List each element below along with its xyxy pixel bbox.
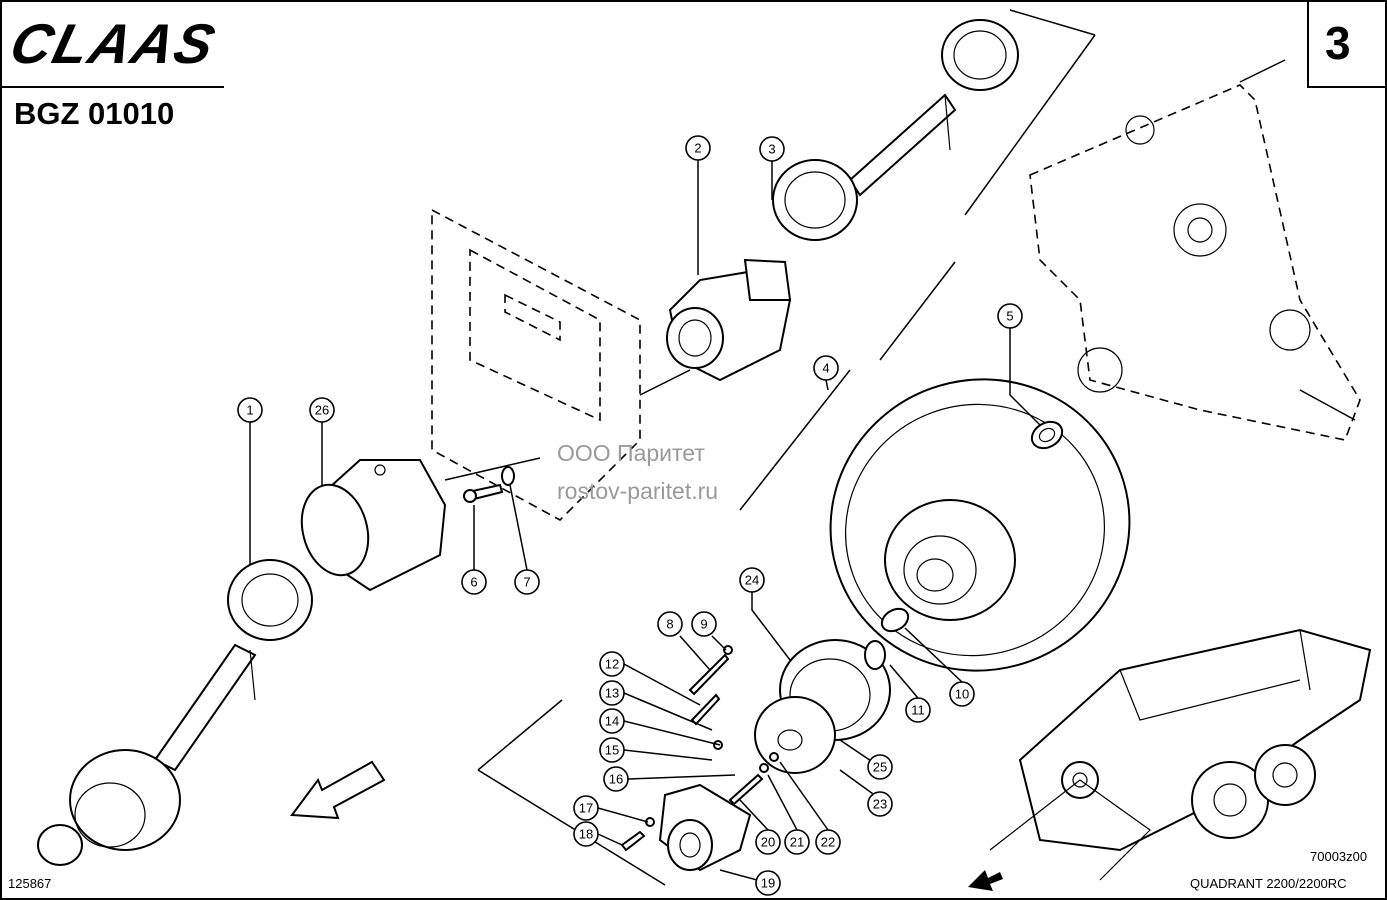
- svg-text:4: 4: [822, 361, 829, 376]
- callout-18: 18: [573, 821, 599, 847]
- callout-16: 16: [603, 766, 629, 792]
- svg-text:10: 10: [955, 687, 969, 702]
- direction-arrow: [290, 760, 386, 820]
- svg-text:17: 17: [579, 801, 593, 816]
- svg-text:12: 12: [605, 657, 619, 672]
- callout-5: 5: [997, 303, 1023, 329]
- svg-text:13: 13: [605, 686, 619, 701]
- svg-text:11: 11: [911, 703, 925, 718]
- page-number-box-bottom: [1307, 86, 1387, 88]
- callout-17: 17: [573, 795, 599, 821]
- shaft-seal: [1030, 420, 1064, 450]
- svg-text:26: 26: [315, 403, 329, 418]
- callout-10: 10: [949, 681, 975, 707]
- image-number: 125867: [8, 876, 52, 891]
- svg-text:3: 3: [768, 142, 775, 157]
- callout-19: 19: [755, 870, 781, 896]
- callout-15: 15: [599, 737, 625, 763]
- callout-24: 24: [739, 567, 765, 593]
- svg-text:7: 7: [523, 575, 530, 590]
- callout-1: 1: [237, 397, 263, 423]
- svg-text:20: 20: [761, 835, 775, 850]
- flywheel: [829, 378, 1131, 672]
- svg-text:9: 9: [700, 617, 707, 632]
- callout-13: 13: [599, 680, 625, 706]
- watermark-company: ООО Паритет: [557, 440, 705, 466]
- callout-11: 11: [905, 697, 931, 723]
- svg-text:24: 24: [745, 573, 759, 588]
- svg-text:8: 8: [666, 617, 673, 632]
- svg-text:19: 19: [761, 876, 775, 891]
- bolt-and-washer: [463, 466, 515, 503]
- svg-text:6: 6: [470, 575, 477, 590]
- page-number-box-left: [1307, 0, 1309, 88]
- callout-8: 8: [657, 611, 683, 637]
- svg-text:18: 18: [579, 827, 593, 842]
- svg-text:15: 15: [605, 743, 619, 758]
- document-code: BGZ 01010: [14, 96, 175, 131]
- leader-lines: [249, 160, 1041, 884]
- callout-20: 20: [755, 829, 781, 855]
- callout-26: 26: [309, 397, 335, 423]
- overload-clutch-assembly: [754, 607, 910, 774]
- drawing-reference: 70003z00: [1310, 849, 1368, 864]
- svg-text:16: 16: [609, 772, 623, 787]
- model-name: QUADRANT 2200/2200RC: [1190, 876, 1347, 891]
- callout-21: 21: [784, 829, 810, 855]
- main-gearbox-outline: [1029, 84, 1361, 441]
- svg-text:22: 22: [821, 835, 835, 850]
- main-pto-shaft: [37, 559, 313, 866]
- callout-7: 7: [514, 569, 540, 595]
- baler-overview-illustration: [968, 628, 1372, 891]
- callout-6: 6: [461, 569, 487, 595]
- svg-text:1: 1: [246, 403, 253, 418]
- callout-3: 3: [759, 136, 785, 162]
- callout-12: 12: [599, 651, 625, 677]
- frame-panel-outline: [431, 208, 641, 521]
- callout-22: 22: [815, 829, 841, 855]
- svg-text:23: 23: [873, 797, 887, 812]
- page-number: 3: [1325, 17, 1351, 69]
- svg-text:2: 2: [694, 141, 701, 156]
- svg-text:14: 14: [605, 714, 619, 729]
- hydraulic-pump: [658, 783, 752, 872]
- callout-23: 23: [867, 791, 893, 817]
- callout-2: 2: [685, 135, 711, 161]
- watermark-url: rostov-paritet.ru: [557, 478, 719, 504]
- header-divider: [0, 86, 224, 88]
- angle-gearbox: [666, 258, 792, 382]
- pto-shield-cover: [300, 459, 447, 592]
- svg-text:21: 21: [790, 835, 804, 850]
- callout-25: 25: [867, 754, 893, 780]
- callout-14: 14: [599, 708, 625, 734]
- svg-text:25: 25: [873, 760, 887, 775]
- assembly-guide-lines: [444, 9, 1286, 886]
- small-fasteners: [620, 645, 779, 852]
- callout-9: 9: [691, 611, 717, 637]
- callout-4: 4: [813, 355, 839, 381]
- svg-text:5: 5: [1006, 309, 1013, 324]
- upper-pto-shaft: [772, 19, 1019, 241]
